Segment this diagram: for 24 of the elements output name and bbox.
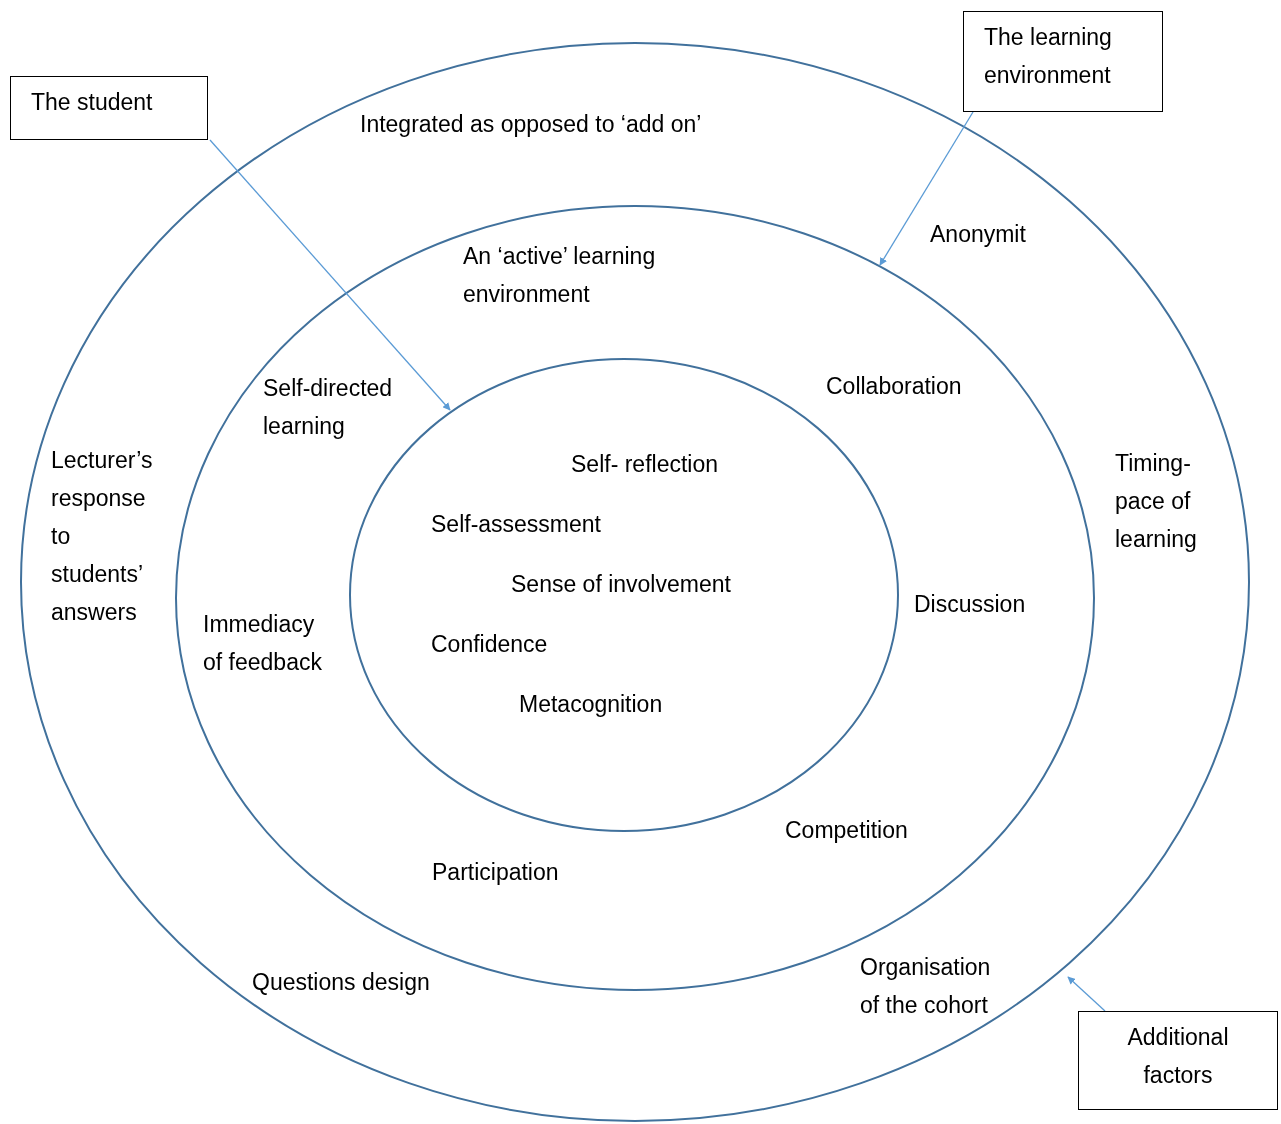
factor-label: Self- reflection xyxy=(571,450,718,479)
factor-label: Integrated as opposed to ‘add on’ xyxy=(360,110,702,139)
factor-label: Collaboration xyxy=(826,372,962,401)
factor-label: Immediacy of feedback xyxy=(203,610,323,677)
factor-label: Sense of involvement xyxy=(511,570,731,599)
callout-box: Additional factors xyxy=(1078,1011,1278,1110)
factor-label: Organisation of the cohort xyxy=(860,953,992,1020)
factor-label: Timing- pace of learning xyxy=(1115,449,1198,554)
factor-label: Lecturer’s response to students’ answers xyxy=(51,446,154,627)
factor-label: Self-directed learning xyxy=(263,374,394,441)
factor-label: Questions design xyxy=(252,968,430,997)
factor-label: Metacognition xyxy=(519,690,663,719)
factor-label: Participation xyxy=(432,858,559,887)
factor-label: Self-assessment xyxy=(431,510,601,539)
leader-arrow xyxy=(209,139,451,411)
factor-label: Discussion xyxy=(914,590,1026,619)
callout-box: The student xyxy=(10,76,208,140)
leader-arrow xyxy=(1067,976,1106,1012)
factor-label: Confidence xyxy=(431,630,548,659)
factor-label: Anonymit xyxy=(930,220,1026,249)
factor-label: Competition xyxy=(785,816,908,845)
callout-box: The learning environment xyxy=(963,11,1163,112)
leader-arrow xyxy=(879,111,974,266)
factor-label: An ‘active’ learning environment xyxy=(463,242,657,309)
